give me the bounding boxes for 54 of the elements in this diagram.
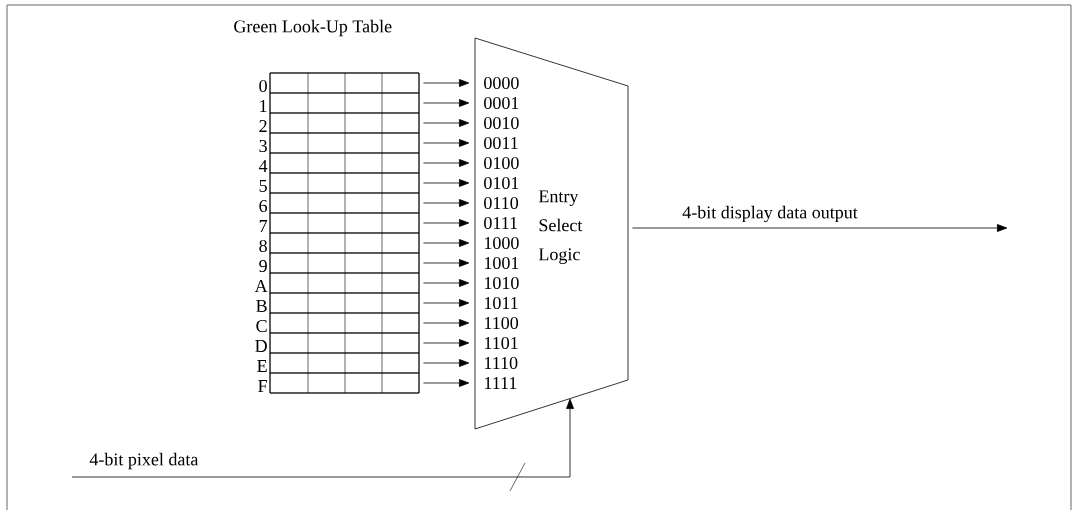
arrow — [423, 79, 470, 87]
edge-label: 4-bit display data output — [681, 204, 859, 224]
arrow — [423, 379, 470, 387]
row-label: 6 — [259, 199, 268, 213]
row-label: 7 — [259, 220, 268, 232]
row-label: 0 — [259, 79, 267, 93]
arrow — [423, 299, 470, 307]
arrow — [423, 179, 470, 187]
input-code: 1000 — [485, 236, 519, 250]
row-label: 4 — [258, 160, 268, 172]
table-title: Green Look-Up Table — [234, 19, 392, 37]
row-label: 2 — [259, 120, 267, 132]
row-label: E — [257, 360, 267, 372]
arrow — [423, 199, 470, 207]
row-label: F — [258, 380, 267, 392]
input-code: 0110 — [484, 196, 519, 210]
arrow — [423, 339, 470, 347]
input-code: 0000 — [484, 76, 519, 90]
input-code: 1010 — [485, 276, 519, 290]
arrow — [423, 239, 470, 247]
arrow — [423, 99, 470, 107]
input-code: 1001 — [485, 256, 519, 270]
block-label: Entry Select Logic — [538, 190, 583, 265]
row-label: 9 — [259, 259, 267, 273]
arrow — [423, 319, 470, 327]
input-code: 1011 — [485, 296, 518, 310]
arrow — [71, 398, 574, 478]
input-code: 0100 — [484, 156, 519, 170]
input-code: 0111 — [484, 216, 517, 230]
row-label: A — [254, 280, 268, 292]
arrow — [632, 224, 1008, 232]
arrow — [423, 359, 470, 367]
row-label: 5 — [259, 180, 267, 192]
input-code: 1101 — [485, 336, 518, 350]
arrow — [423, 119, 470, 127]
input-code: 1100 — [485, 316, 519, 330]
arrow — [423, 139, 470, 147]
edge-label: 4-bit pixel data — [88, 451, 200, 471]
row-label: 3 — [259, 139, 267, 153]
input-code: 1111 — [485, 377, 517, 389]
row-label: D — [255, 340, 267, 352]
arrow — [423, 219, 470, 227]
input-code: 1110 — [485, 356, 518, 370]
input-code: 0101 — [484, 176, 519, 190]
input-code: 0001 — [484, 96, 519, 110]
arrow — [423, 259, 470, 267]
input-code: 0010 — [484, 116, 519, 130]
row-label: 1 — [260, 100, 267, 112]
row-label: B — [256, 300, 267, 312]
row-label: C — [256, 319, 267, 333]
row-label: 8 — [259, 239, 267, 253]
input-code: 0011 — [484, 136, 518, 150]
arrow — [423, 159, 470, 167]
arrow — [423, 279, 470, 287]
